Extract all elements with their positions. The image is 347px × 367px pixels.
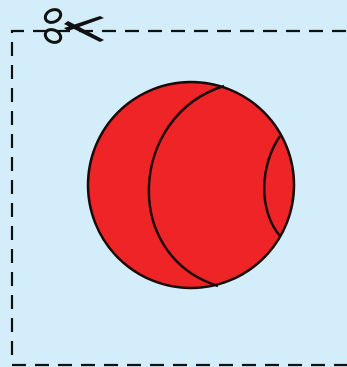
cutout-diagram [0,0,347,367]
cutout-card [0,0,347,367]
